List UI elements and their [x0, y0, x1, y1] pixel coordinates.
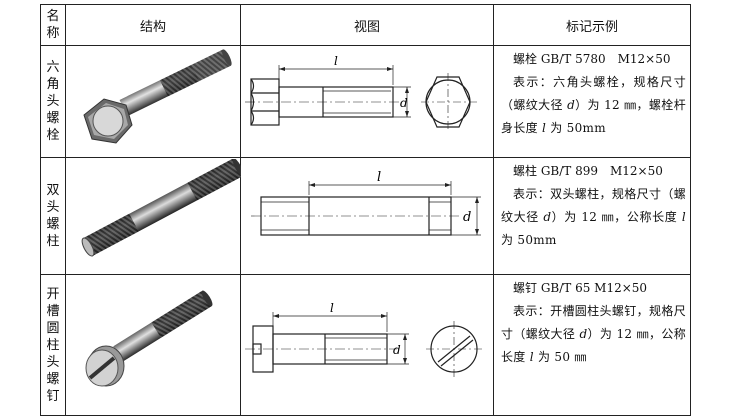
example-desc-mid: ）为 12 ㎜，公称长度 — [501, 327, 687, 364]
stud-view-drawing: l d — [251, 170, 481, 236]
example-desc-post: 为 50 ㎜ — [533, 350, 587, 364]
example-desc-l: l — [529, 350, 534, 364]
example-desc-l: l — [681, 210, 686, 224]
header-example: 标记示例 — [493, 4, 691, 46]
table-row: 六角头螺栓 — [40, 45, 691, 158]
screw-3d-image — [85, 290, 213, 386]
hex-bolt-3d-image — [83, 48, 232, 144]
table-header-row: 名称 结构 视图 标记示例 — [40, 4, 691, 46]
example-line1: 螺柱 GB/T 899 M12×50 — [513, 164, 663, 178]
dim-label-d: d — [400, 96, 408, 110]
dim-label-d: d — [463, 210, 471, 225]
example-desc-pre: 表示：开槽圆柱头螺钉，规格尺寸（螺纹大径 — [501, 304, 686, 341]
header-name: 名称 — [40, 4, 66, 46]
example-desc-d: d — [543, 210, 552, 224]
row-name: 六角头螺栓 — [46, 60, 60, 143]
dim-label-d: d — [393, 343, 401, 357]
stud-3d-image — [81, 158, 241, 257]
dim-label-l: l — [377, 170, 381, 185]
row-name-cell: 开槽圆柱头螺钉 — [40, 274, 66, 416]
structure-figure-stud — [65, 157, 241, 275]
row-name-cell: 双头螺柱 — [40, 157, 66, 275]
header-name-text: 名称 — [46, 9, 60, 41]
example-desc-d: d — [579, 327, 588, 341]
example-desc-l: l — [542, 121, 547, 135]
example-desc-mid: ）为 12 ㎜，螺栓杆身长度 — [501, 98, 686, 135]
example-line1: 螺钉 GB/T 65 M12×50 — [513, 281, 648, 295]
structure-figure-screw — [65, 274, 241, 416]
row-name-cell: 六角头螺栓 — [40, 45, 66, 158]
fastener-table: 名称 结构 视图 标记示例 六角头螺栓 — [40, 4, 691, 416]
view-drawing-stud: l d — [240, 157, 494, 275]
screw-view-drawing: l d — [245, 301, 482, 377]
view-drawing-hex-bolt: l d — [240, 45, 494, 158]
example-desc-post: 为 50mm — [501, 233, 557, 247]
structure-figure-hex-bolt — [65, 45, 241, 158]
example-desc-post: 为 50mm — [546, 121, 606, 135]
dim-label-l: l — [330, 301, 334, 315]
row-name: 开槽圆柱头螺钉 — [46, 286, 60, 404]
header-structure: 结构 — [65, 4, 241, 46]
dim-label-l: l — [334, 54, 338, 68]
example-desc: 表示：开槽圆柱头螺钉，规格尺寸（螺纹大径 d）为 12 ㎜，公称长度 l 为 5… — [501, 300, 686, 369]
example-desc: 表示：双头螺柱，规格尺寸（螺纹大径 d）为 12 ㎜，公称长度 l 为 50mm — [501, 183, 686, 252]
example-line1: 螺栓 GB/T 5780 M12×50 — [513, 52, 671, 66]
example-cell: 螺钉 GB/T 65 M12×50 表示：开槽圆柱头螺钉，规格尺寸（螺纹大径 d… — [493, 274, 691, 416]
table-row: 开槽圆柱头螺钉 — [40, 274, 691, 416]
example-cell: 螺柱 GB/T 899 M12×50 表示：双头螺柱，规格尺寸（螺纹大径 d）为… — [493, 157, 691, 275]
example-desc-mid: ）为 12 ㎜，公称长度 — [551, 210, 682, 224]
example-desc-pre: 表示：六角头螺栓，规格尺寸（螺纹大径 — [501, 75, 686, 112]
example-desc-d: d — [567, 98, 576, 112]
view-drawing-screw: l d — [240, 274, 494, 416]
example-cell: 螺栓 GB/T 5780 M12×50 表示：六角头螺栓，规格尺寸（螺纹大径 d… — [493, 45, 691, 158]
table-row: 双头螺柱 — [40, 157, 691, 275]
example-desc-pre: 表示：双头螺柱，规格尺寸（螺纹大径 — [501, 187, 686, 224]
example-desc: 表示：六角头螺栓，规格尺寸（螺纹大径 d）为 12 ㎜，螺栓杆身长度 l 为 5… — [501, 71, 686, 140]
header-view: 视图 — [240, 4, 494, 46]
hex-bolt-view-drawing: l d — [245, 54, 477, 131]
row-name: 双头螺柱 — [46, 183, 60, 249]
